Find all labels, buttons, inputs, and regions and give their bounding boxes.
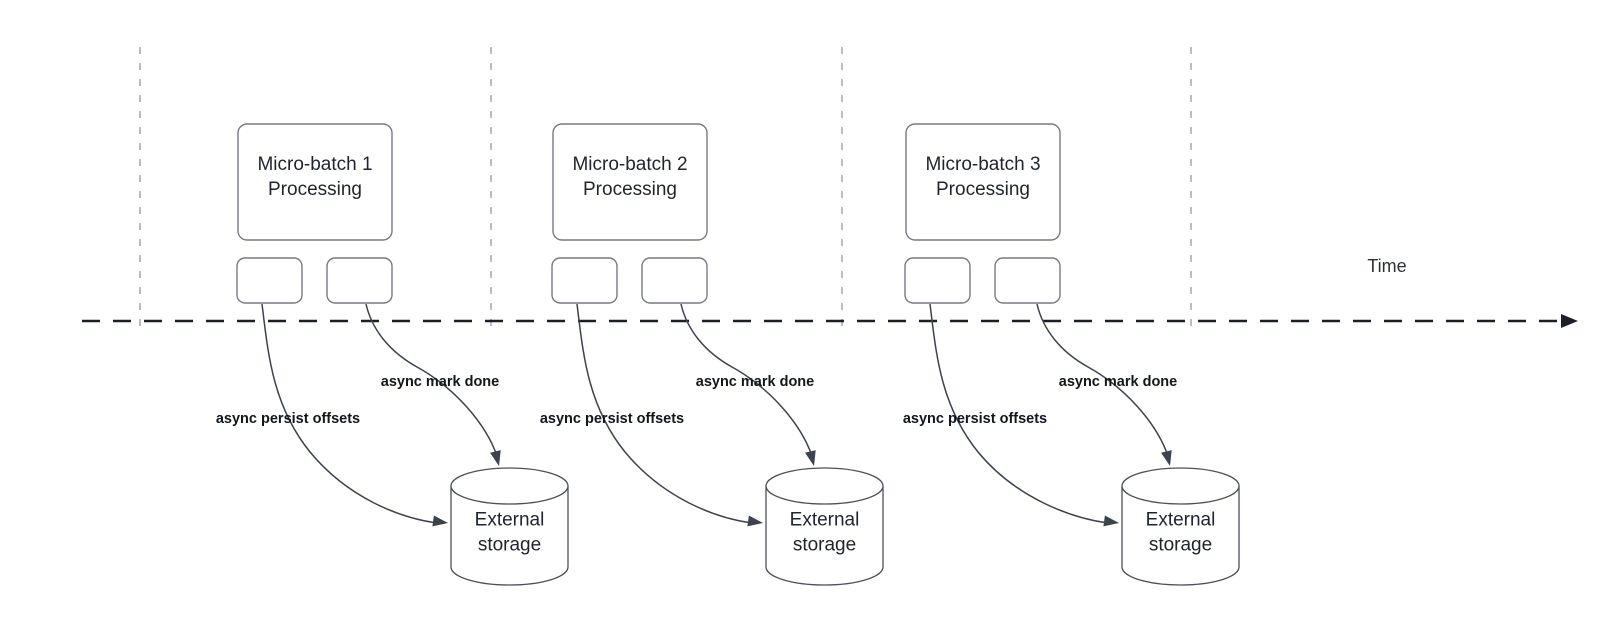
external-storage-label-2-line2: storage: [793, 535, 856, 556]
micro-batch-box-1-label-line2: Processing: [268, 179, 362, 200]
micro-batch-group-1: Micro-batch 1 Processing async persist o…: [216, 123, 569, 586]
timeline-arrowhead: [1561, 314, 1578, 328]
micro-batch-group-2: Micro-batch 2 Processing async persist o…: [540, 123, 884, 586]
task-box-3-mark-done[interactable]: [994, 257, 1061, 304]
persist-offsets-label-1: async persist offsets: [216, 411, 360, 427]
persist-offsets-label-3: async persist offsets: [903, 411, 1047, 427]
persist-offsets-connector-1: [261, 303, 438, 524]
cylinder-body-3: [1121, 486, 1240, 586]
mark-done-arrowhead-1: [490, 450, 501, 466]
persist-offsets-label-2: async persist offsets: [540, 411, 684, 427]
cylinder-body-1: [450, 486, 569, 586]
mark-done-connector-2: [680, 303, 813, 457]
external-storage-label-1-line2: storage: [478, 535, 541, 556]
task-box-1-mark-done[interactable]: [326, 257, 393, 304]
persist-offsets-arrowhead-3: [1103, 515, 1119, 527]
external-storage-label-3-line1: External: [1146, 510, 1216, 531]
time-axis-label: Time: [1367, 256, 1406, 276]
mark-done-arrowhead-2: [805, 450, 816, 466]
external-storage-label-1-line1: External: [475, 510, 545, 531]
micro-batch-group-3: Micro-batch 3 Processing async persist o…: [903, 123, 1240, 586]
micro-batch-box-3-label-line1: Micro-batch 3: [925, 154, 1040, 175]
task-box-2-persist[interactable]: [551, 257, 618, 304]
mark-done-label-3: async mark done: [1059, 374, 1177, 390]
micro-batch-box-2[interactable]: [552, 123, 708, 241]
cylinder-top-1: [450, 467, 569, 505]
mark-done-connector-3: [1036, 303, 1169, 457]
task-box-1-persist[interactable]: [236, 257, 303, 304]
mark-done-arrowhead-3: [1161, 450, 1172, 466]
micro-batch-box-1-label-line1: Micro-batch 1: [257, 154, 372, 175]
cylinder-top-3: [1121, 467, 1240, 505]
micro-batch-box-1[interactable]: [237, 123, 393, 241]
persist-offsets-connector-2: [576, 303, 753, 524]
mark-done-label-2: async mark done: [696, 374, 814, 390]
persist-offsets-arrowhead-2: [747, 515, 763, 527]
cylinder-body-2: [765, 486, 884, 586]
micro-batch-box-2-label-line1: Micro-batch 2: [572, 154, 687, 175]
micro-batch-box-2-label-line2: Processing: [583, 179, 677, 200]
micro-batch-box-3-label-line2: Processing: [936, 179, 1030, 200]
persist-offsets-arrowhead-1: [432, 515, 448, 527]
mark-done-connector-1: [365, 303, 498, 457]
cylinder-top-2: [765, 467, 884, 505]
external-storage-label-3-line2: storage: [1149, 535, 1212, 556]
external-storage-cylinder-1[interactable]: [450, 467, 569, 586]
external-storage-cylinder-3[interactable]: [1121, 467, 1240, 586]
external-storage-cylinder-2[interactable]: [765, 467, 884, 586]
mark-done-label-1: async mark done: [381, 374, 499, 390]
task-box-3-persist[interactable]: [904, 257, 971, 304]
persist-offsets-connector-3: [929, 303, 1109, 524]
external-storage-label-2-line1: External: [790, 510, 860, 531]
task-box-2-mark-done[interactable]: [641, 257, 708, 304]
micro-batch-box-3[interactable]: [905, 123, 1061, 241]
time-axis: Time: [82, 256, 1578, 328]
